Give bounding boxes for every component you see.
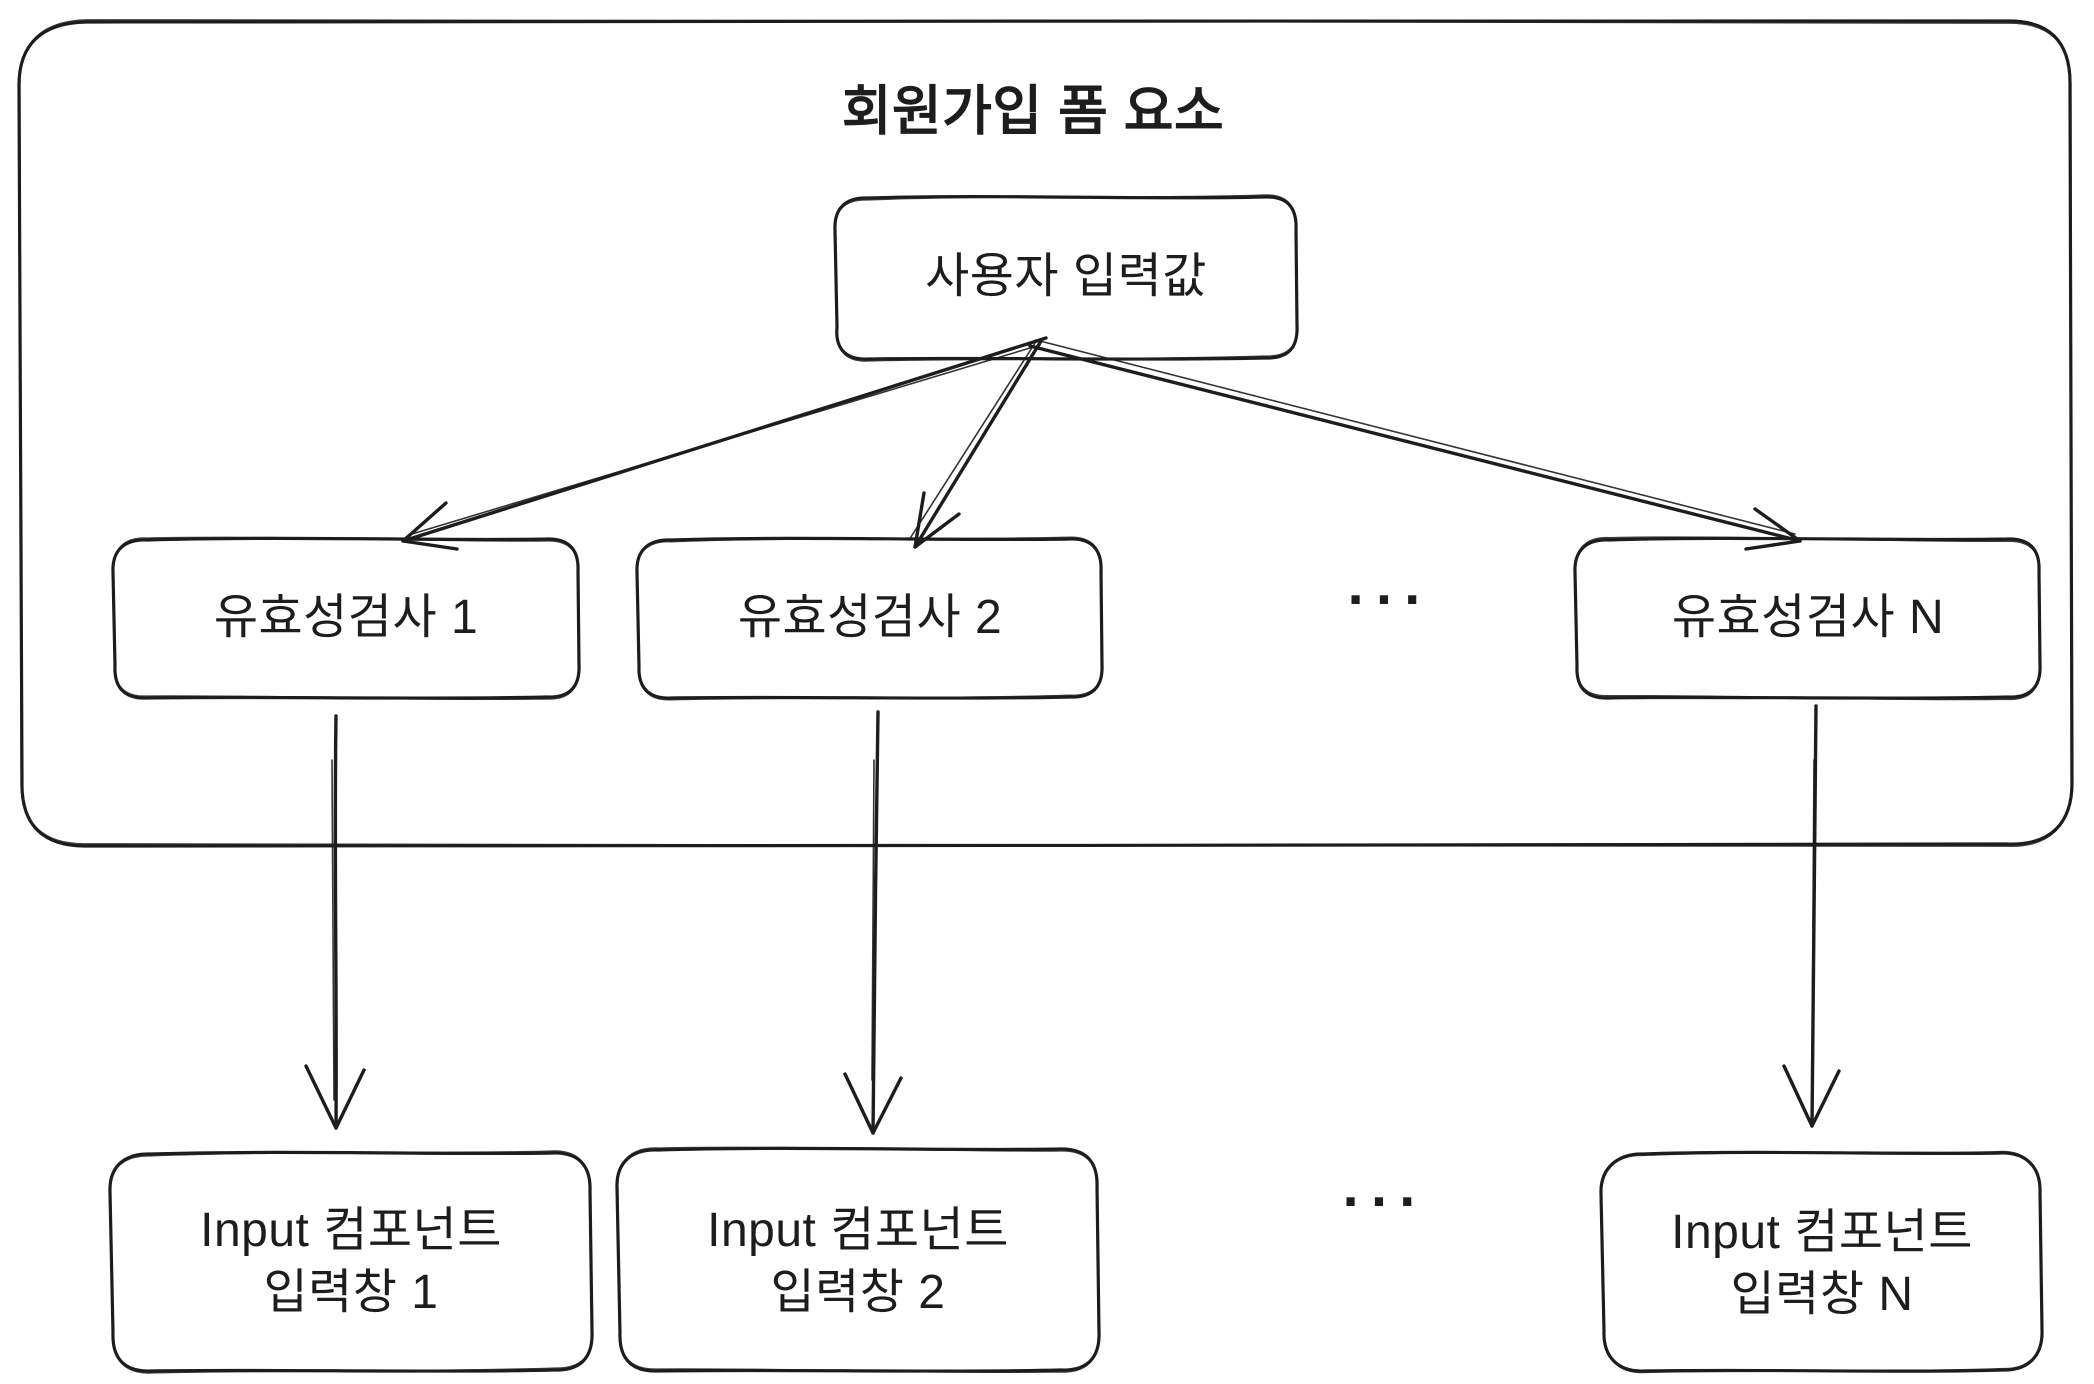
arrow-validation-n-to-input-n bbox=[1782, 704, 1841, 1128]
validation-node-1-box bbox=[111, 536, 581, 701]
root-node-label: 사용자 입력값 bbox=[925, 250, 1207, 303]
arrow-root-to-validation-n bbox=[1028, 339, 1802, 551]
input-ellipsis: ··· bbox=[1342, 1168, 1428, 1234]
validation-node-1-label: 유효성검사 1 bbox=[213, 591, 479, 644]
arrow-validation-1-to-input-1 bbox=[304, 714, 366, 1130]
input-node-1-line2: 입력창 1 bbox=[263, 1266, 439, 1319]
input-node-2-line1: Input 컴포넌트 bbox=[707, 1204, 1009, 1257]
diagram-title: 회원가입 폼 요소 bbox=[841, 81, 1225, 142]
input-node-2-box bbox=[615, 1146, 1101, 1374]
input-node-n-label: Input 컴포넌트 입력창 N bbox=[1671, 1202, 1973, 1326]
input-node-2-line2: 입력창 2 bbox=[770, 1266, 946, 1319]
root-node-box bbox=[833, 194, 1299, 362]
arrow-root-to-validation-1 bbox=[401, 336, 1048, 551]
input-node-n-box bbox=[1599, 1150, 2044, 1374]
input-node-2-label: Input 컴포넌트 입력창 2 bbox=[707, 1200, 1009, 1324]
input-node-1-box bbox=[108, 1150, 594, 1374]
validation-node-2-box bbox=[635, 536, 1104, 701]
input-node-1-line1: Input 컴포넌트 bbox=[200, 1204, 502, 1257]
validation-node-2-label: 유효성검사 2 bbox=[737, 591, 1003, 644]
validation-node-n-label: 유효성검사 N bbox=[1671, 591, 1945, 644]
validation-node-n-box bbox=[1573, 536, 2042, 701]
arrow-root-to-validation-2 bbox=[908, 339, 1043, 549]
input-node-n-line2: 입력창 N bbox=[1730, 1268, 1914, 1321]
arrow-validation-2-to-input-2 bbox=[843, 710, 903, 1135]
input-node-1-label: Input 컴포넌트 입력창 1 bbox=[200, 1200, 502, 1324]
input-node-n-line1: Input 컴포넌트 bbox=[1671, 1206, 1973, 1259]
validation-ellipsis: ··· bbox=[1347, 566, 1433, 632]
